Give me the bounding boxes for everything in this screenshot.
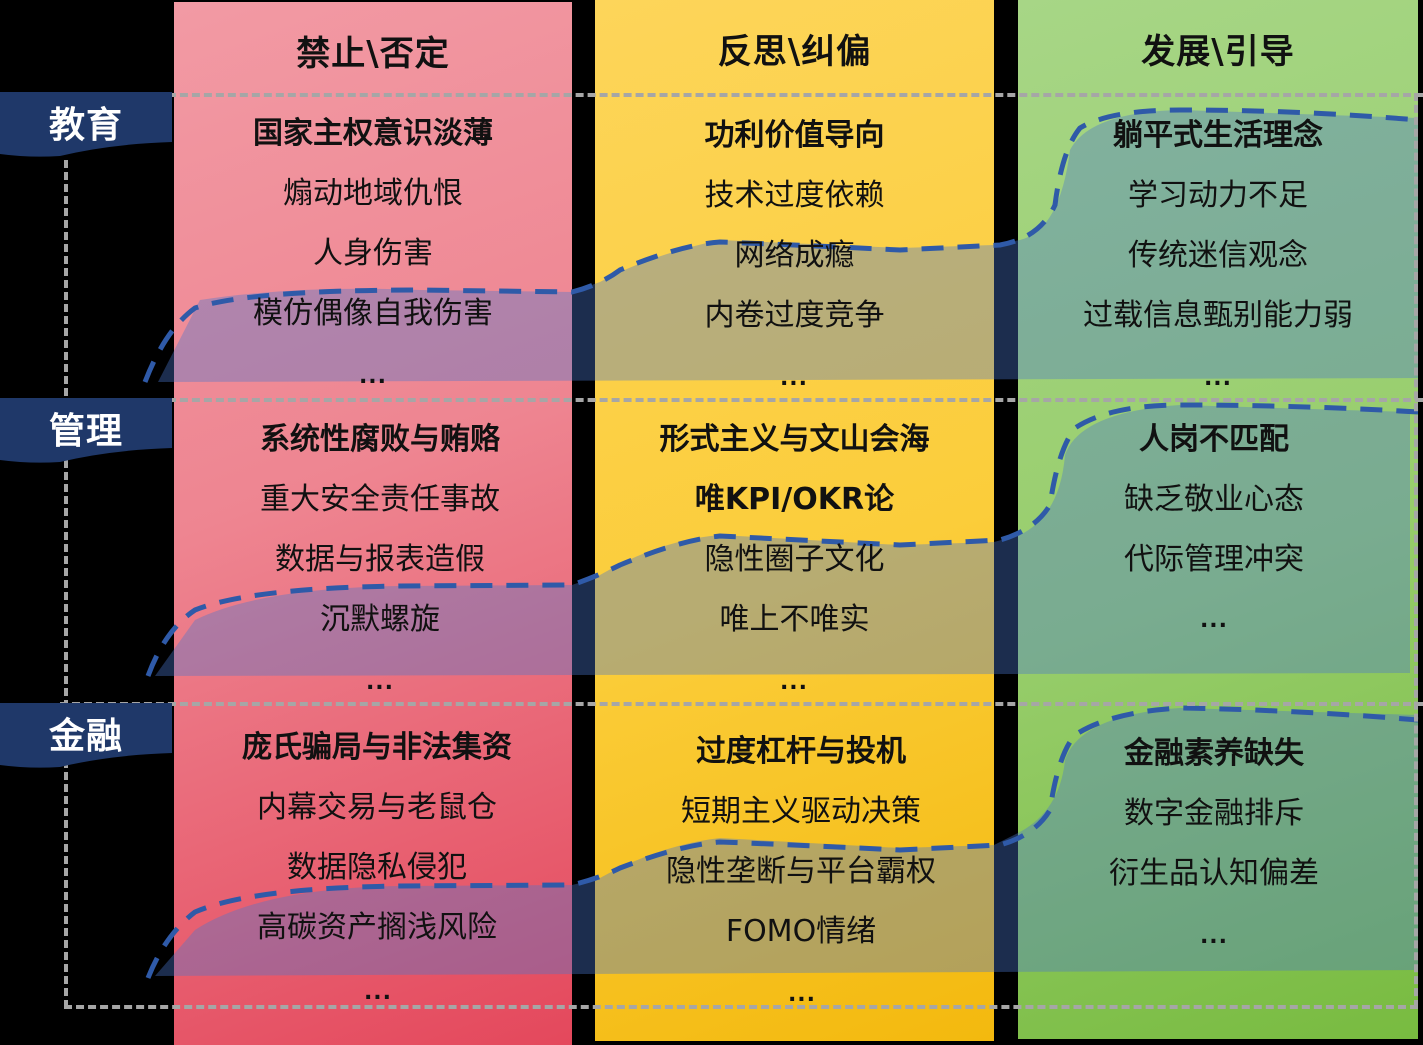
list-item: 庞氏骗局与非法集资 <box>242 730 512 765</box>
wave-management <box>145 402 1419 677</box>
more-ellipsis: ... <box>1199 924 1229 949</box>
list-item: 数据隐私侵犯 <box>287 850 467 885</box>
wave-education <box>142 107 1419 383</box>
list-item: 传统迷信观念 <box>1128 238 1308 273</box>
row-label-finance: 金融 <box>48 716 123 757</box>
list-item: 人身伤害 <box>313 236 433 271</box>
list-item: 沉默螺旋 <box>320 602 440 637</box>
list-item: 高碳资产搁浅风险 <box>257 910 497 945</box>
divider-line <box>60 702 1423 706</box>
cell-finance-prohibit: 庞氏骗局与非法集资 内幕交易与老鼠仓 数据隐私侵犯 高碳资产搁浅风险 <box>174 718 580 958</box>
cell-finance-develop: 金融素养缺失 数字金融排斥 衍生品认知偏差 <box>1018 724 1410 904</box>
cell-management-prohibit: 系统性腐败与贿赂 重大安全责任事故 数据与报表造假 沉默螺旋 <box>174 410 586 650</box>
list-item: 代际管理冲突 <box>1124 542 1304 577</box>
column-reflect: 反思\纠偏 <box>595 0 994 1041</box>
list-item: 金融素养缺失 <box>1124 736 1304 771</box>
list-item: 煽动地域仇恨 <box>283 176 463 211</box>
list-item: 系统性腐败与贿赂 <box>260 422 500 457</box>
list-item: 隐性圈子文化 <box>704 542 885 577</box>
list-item: 躺平式生活理念 <box>1113 118 1323 153</box>
list-item: 数字金融排斥 <box>1124 796 1304 831</box>
cell-finance-reflect: 过度杠杆与投机 短期主义驱动决策 隐性垄断与平台霸权 FOMO情绪 <box>595 722 1007 962</box>
list-item: 过载信息甄别能力弱 <box>1083 298 1353 333</box>
divider-line <box>60 93 1423 97</box>
list-item: 技术过度依赖 <box>704 178 885 213</box>
cell-education-develop: 躺平式生活理念 学习动力不足 传统迷信观念 过载信息甄别能力弱 <box>1018 106 1418 346</box>
divider-line <box>64 1005 1418 1009</box>
row-banner-education: 教育 <box>0 92 172 158</box>
list-item: 功利价值导向 <box>704 118 885 153</box>
list-item: 网络成瘾 <box>734 238 855 273</box>
left-vertical-divider <box>64 160 68 1008</box>
list-item: 内幕交易与老鼠仓 <box>257 790 497 825</box>
cell-management-reflect: 形式主义与文山会海 唯KPI/OKR论 隐性圈子文化 唯上不唯实 <box>595 410 994 650</box>
column-header-develop: 发展\引导 <box>1141 31 1295 72</box>
wave-finance <box>145 705 1419 979</box>
list-item: 唯上不唯实 <box>719 602 870 637</box>
list-item: 隐性垄断与平台霸权 <box>666 854 936 889</box>
list-item: 形式主义与文山会海 <box>659 422 930 457</box>
divider-line <box>60 398 1423 402</box>
column-develop: 发展\引导 <box>1018 0 1418 1039</box>
column-header-reflect: 反思\纠偏 <box>717 31 872 72</box>
more-ellipsis: ... <box>1199 608 1229 633</box>
more-ellipsis: ... <box>365 670 395 695</box>
more-ellipsis: ... <box>787 982 817 1007</box>
list-item: FOMO情绪 <box>725 914 877 949</box>
row-label-education: 教育 <box>48 105 123 146</box>
list-item: 内卷过度竞争 <box>704 298 885 333</box>
cell-education-prohibit: 国家主权意识淡薄 煽动地域仇恨 人身伤害 模仿偶像自我伤害 <box>174 104 572 344</box>
list-item: 唯KPI/OKR论 <box>694 482 895 517</box>
row-label-management: 管理 <box>48 411 123 452</box>
row-banner-management: 管理 <box>0 398 172 464</box>
list-item: 过度杠杆与投机 <box>696 734 906 769</box>
list-item: 国家主权意识淡薄 <box>253 116 493 151</box>
more-ellipsis: ... <box>363 980 393 1005</box>
row-banner-finance: 金融 <box>0 703 172 769</box>
list-item: 模仿偶像自我伤害 <box>253 296 493 331</box>
list-item: 重大安全责任事故 <box>260 482 500 517</box>
cell-education-reflect: 功利价值导向 技术过度依赖 网络成瘾 内卷过度竞争 <box>595 106 994 346</box>
list-item: 缺乏敬业心态 <box>1124 482 1304 517</box>
list-item: 学习动力不足 <box>1128 178 1308 213</box>
list-item: 短期主义驱动决策 <box>681 794 921 829</box>
column-prohibit: 禁止\否定 <box>174 2 572 1045</box>
column-header-prohibit: 禁止\否定 <box>296 33 450 74</box>
cell-management-develop: 人岗不匹配 缺乏敬业心态 代际管理冲突 <box>1018 410 1410 590</box>
more-ellipsis: ... <box>779 366 809 391</box>
list-item: 数据与报表造假 <box>275 542 485 577</box>
more-ellipsis: ... <box>1203 366 1233 391</box>
list-item: 人岗不匹配 <box>1139 422 1289 457</box>
more-ellipsis: ... <box>779 670 809 695</box>
more-ellipsis: ... <box>358 364 388 389</box>
right-vertical-divider <box>1414 93 1418 1008</box>
list-item: 衍生品认知偏差 <box>1109 856 1319 891</box>
